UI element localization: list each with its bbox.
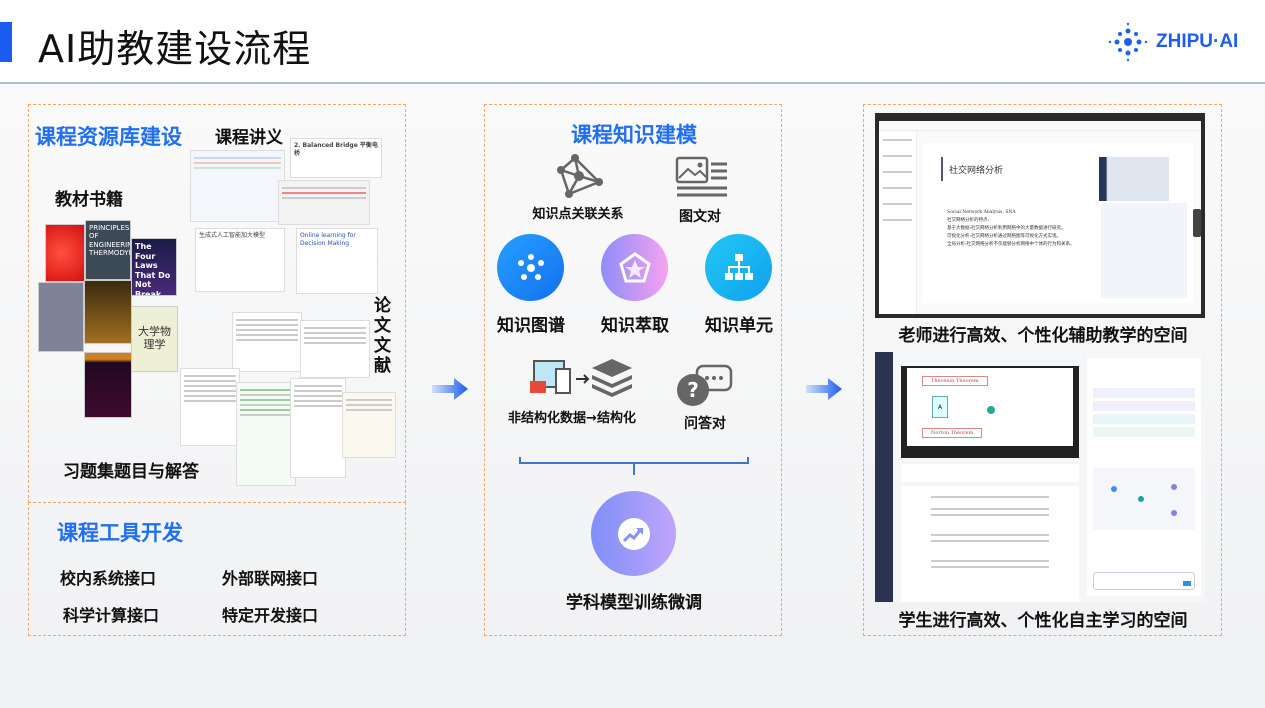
lecture-slide: 2. Balanced Bridge 平衡电桥 xyxy=(290,138,382,178)
slide-body: Social Network Analysis, SNA 社交网络分析的特点: … xyxy=(947,209,1117,249)
teacher-app-window: 社交网络分析 Social Network Analysis, SNA 社交网络… xyxy=(879,121,1201,314)
flow-arrow-icon xyxy=(806,378,842,400)
logo-dots-icon xyxy=(1108,22,1148,62)
video-player[interactable]: Thevenin Theorem A Norton Theorem xyxy=(901,366,1079,458)
teacher-caption: 老师进行高效、个性化辅助教学的空间 xyxy=(898,326,1188,346)
slide-bullet: 可视化分析:社交网络分析通过网络图等可视化方式实现。 xyxy=(947,234,1062,239)
tool-item: 校内系统接口 xyxy=(60,569,157,588)
chapter-tabs[interactable] xyxy=(901,464,1079,482)
video-frame: Thevenin Theorem A Norton Theorem xyxy=(907,368,1073,446)
paper-page xyxy=(236,382,296,486)
textbook-label: 教材书籍 xyxy=(55,190,123,210)
circle-label: 知识单元 xyxy=(705,316,773,336)
bottom-item-label: 非结构化数据→结构化 xyxy=(508,411,636,426)
circle-label: 知识图谱 xyxy=(497,316,565,336)
slide-subtitle: Social Network Analysis, SNA xyxy=(947,210,1016,215)
slide-preview: 社交网络分析 Social Network Analysis, SNA 社交网络… xyxy=(923,143,1193,303)
teacher-app-toolbar xyxy=(879,121,1201,131)
network-icon xyxy=(557,154,603,198)
book-cover xyxy=(84,352,132,418)
slide-intro: 社交网络分析的特点: xyxy=(947,218,990,223)
top-item-label: 图文对 xyxy=(679,209,721,225)
slide-image xyxy=(1099,157,1169,201)
suggestion-item[interactable] xyxy=(1093,401,1195,411)
lecture-slide: 生成式人工智能加大模型 xyxy=(195,228,285,292)
send-button[interactable] xyxy=(1183,581,1191,586)
lecture-label: 课程讲义 xyxy=(215,128,283,148)
slide-bullet: 基于大数据:社交网络分析利用网络中的大量数据进行研究。 xyxy=(947,226,1066,231)
page-title: AI助教建设流程 xyxy=(38,27,312,71)
image-text-icon xyxy=(675,156,727,197)
knowledge-graph-icon xyxy=(497,234,564,301)
book-cover: The Four Laws That Do Not Break The Univ… xyxy=(131,238,177,296)
slide-title-bar xyxy=(941,157,943,181)
resource-library-heading: 课程资源库建设 xyxy=(35,125,182,149)
book-cover: 大学物理学 xyxy=(131,306,178,372)
book-cover xyxy=(45,224,85,282)
student-screen: Thevenin Theorem A Norton Theorem xyxy=(875,352,1205,602)
slide-thumbnail-list xyxy=(879,131,917,314)
paper-page xyxy=(232,312,302,372)
book-cover: PRINCIPLES OF ENGINEERING THERMODYNAMICS xyxy=(85,220,131,280)
video-title: Thevenin Theorem xyxy=(922,376,988,386)
top-item-label: 知识点关联关系 xyxy=(532,207,624,222)
trend-up-icon xyxy=(591,491,676,576)
paper-page xyxy=(342,392,396,458)
title-accent-bar xyxy=(0,22,12,62)
paper-page xyxy=(180,368,240,446)
lecture-slide xyxy=(190,150,285,222)
ai-assistant-overlay xyxy=(1101,203,1187,298)
lecture-slide xyxy=(278,180,370,225)
qa-bubble-icon: ? xyxy=(677,364,733,406)
circuit-node xyxy=(987,406,995,414)
slide-title: 社交网络分析 xyxy=(949,166,1004,176)
svg-text:?: ? xyxy=(687,378,699,402)
chat-input[interactable] xyxy=(1093,572,1195,590)
merge-bracket xyxy=(519,457,749,475)
paper-page xyxy=(290,378,346,478)
teacher-screen: 社交网络分析 Social Network Analysis, SNA 社交网络… xyxy=(875,113,1205,318)
suggestion-item[interactable] xyxy=(1093,414,1195,424)
bottom-item-label: 问答对 xyxy=(684,416,726,432)
lecture-slide: Online learning for Decision Making xyxy=(296,228,378,294)
mini-knowledge-graph xyxy=(1093,468,1195,530)
layers-icon xyxy=(530,359,632,397)
knowledge-modeling-heading: 课程知识建模 xyxy=(571,123,697,147)
slide-bullet: 全局分析:社交网络分析不仅能够分析网络中个体的行为和关系。 xyxy=(947,242,1075,247)
exercise-label: 习题集题目与解答 xyxy=(63,462,199,482)
tool-item: 科学计算接口 xyxy=(63,606,160,625)
pentagon-star-icon xyxy=(601,234,668,301)
suggestion-item[interactable] xyxy=(1093,427,1195,437)
application-panel xyxy=(863,104,1222,636)
transcript-list xyxy=(901,486,1079,602)
logo-text: ZHIPU·AI xyxy=(1156,31,1239,52)
video-title: Norton Theorem xyxy=(922,428,983,438)
header-divider xyxy=(0,82,1265,84)
knowledge-modeling-panel xyxy=(484,104,782,636)
paper-page xyxy=(300,320,370,378)
circle-label: 知识萃取 xyxy=(601,316,669,336)
paper-label: 论文文献 xyxy=(374,296,391,376)
book-cover xyxy=(84,280,132,344)
suggestion-item[interactable] xyxy=(1093,388,1195,398)
student-caption: 学生进行高效、个性化自主学习的空间 xyxy=(898,611,1188,631)
student-sidebar xyxy=(875,352,893,602)
tools-heading: 课程工具开发 xyxy=(57,521,183,545)
ai-tutor-panel xyxy=(1087,358,1201,596)
flow-arrow-icon xyxy=(432,378,468,400)
zhipu-logo: ZHIPU·AI xyxy=(1108,22,1238,62)
tool-item: 外部联网接口 xyxy=(222,569,319,588)
book-cover xyxy=(38,282,84,352)
side-tool-button[interactable] xyxy=(1193,209,1201,237)
final-label: 学科模型训练微调 xyxy=(566,593,702,613)
tools-panel xyxy=(28,502,406,636)
hierarchy-icon xyxy=(705,234,772,301)
tool-item: 特定开发接口 xyxy=(222,606,319,625)
circuit-block: A xyxy=(932,396,948,418)
